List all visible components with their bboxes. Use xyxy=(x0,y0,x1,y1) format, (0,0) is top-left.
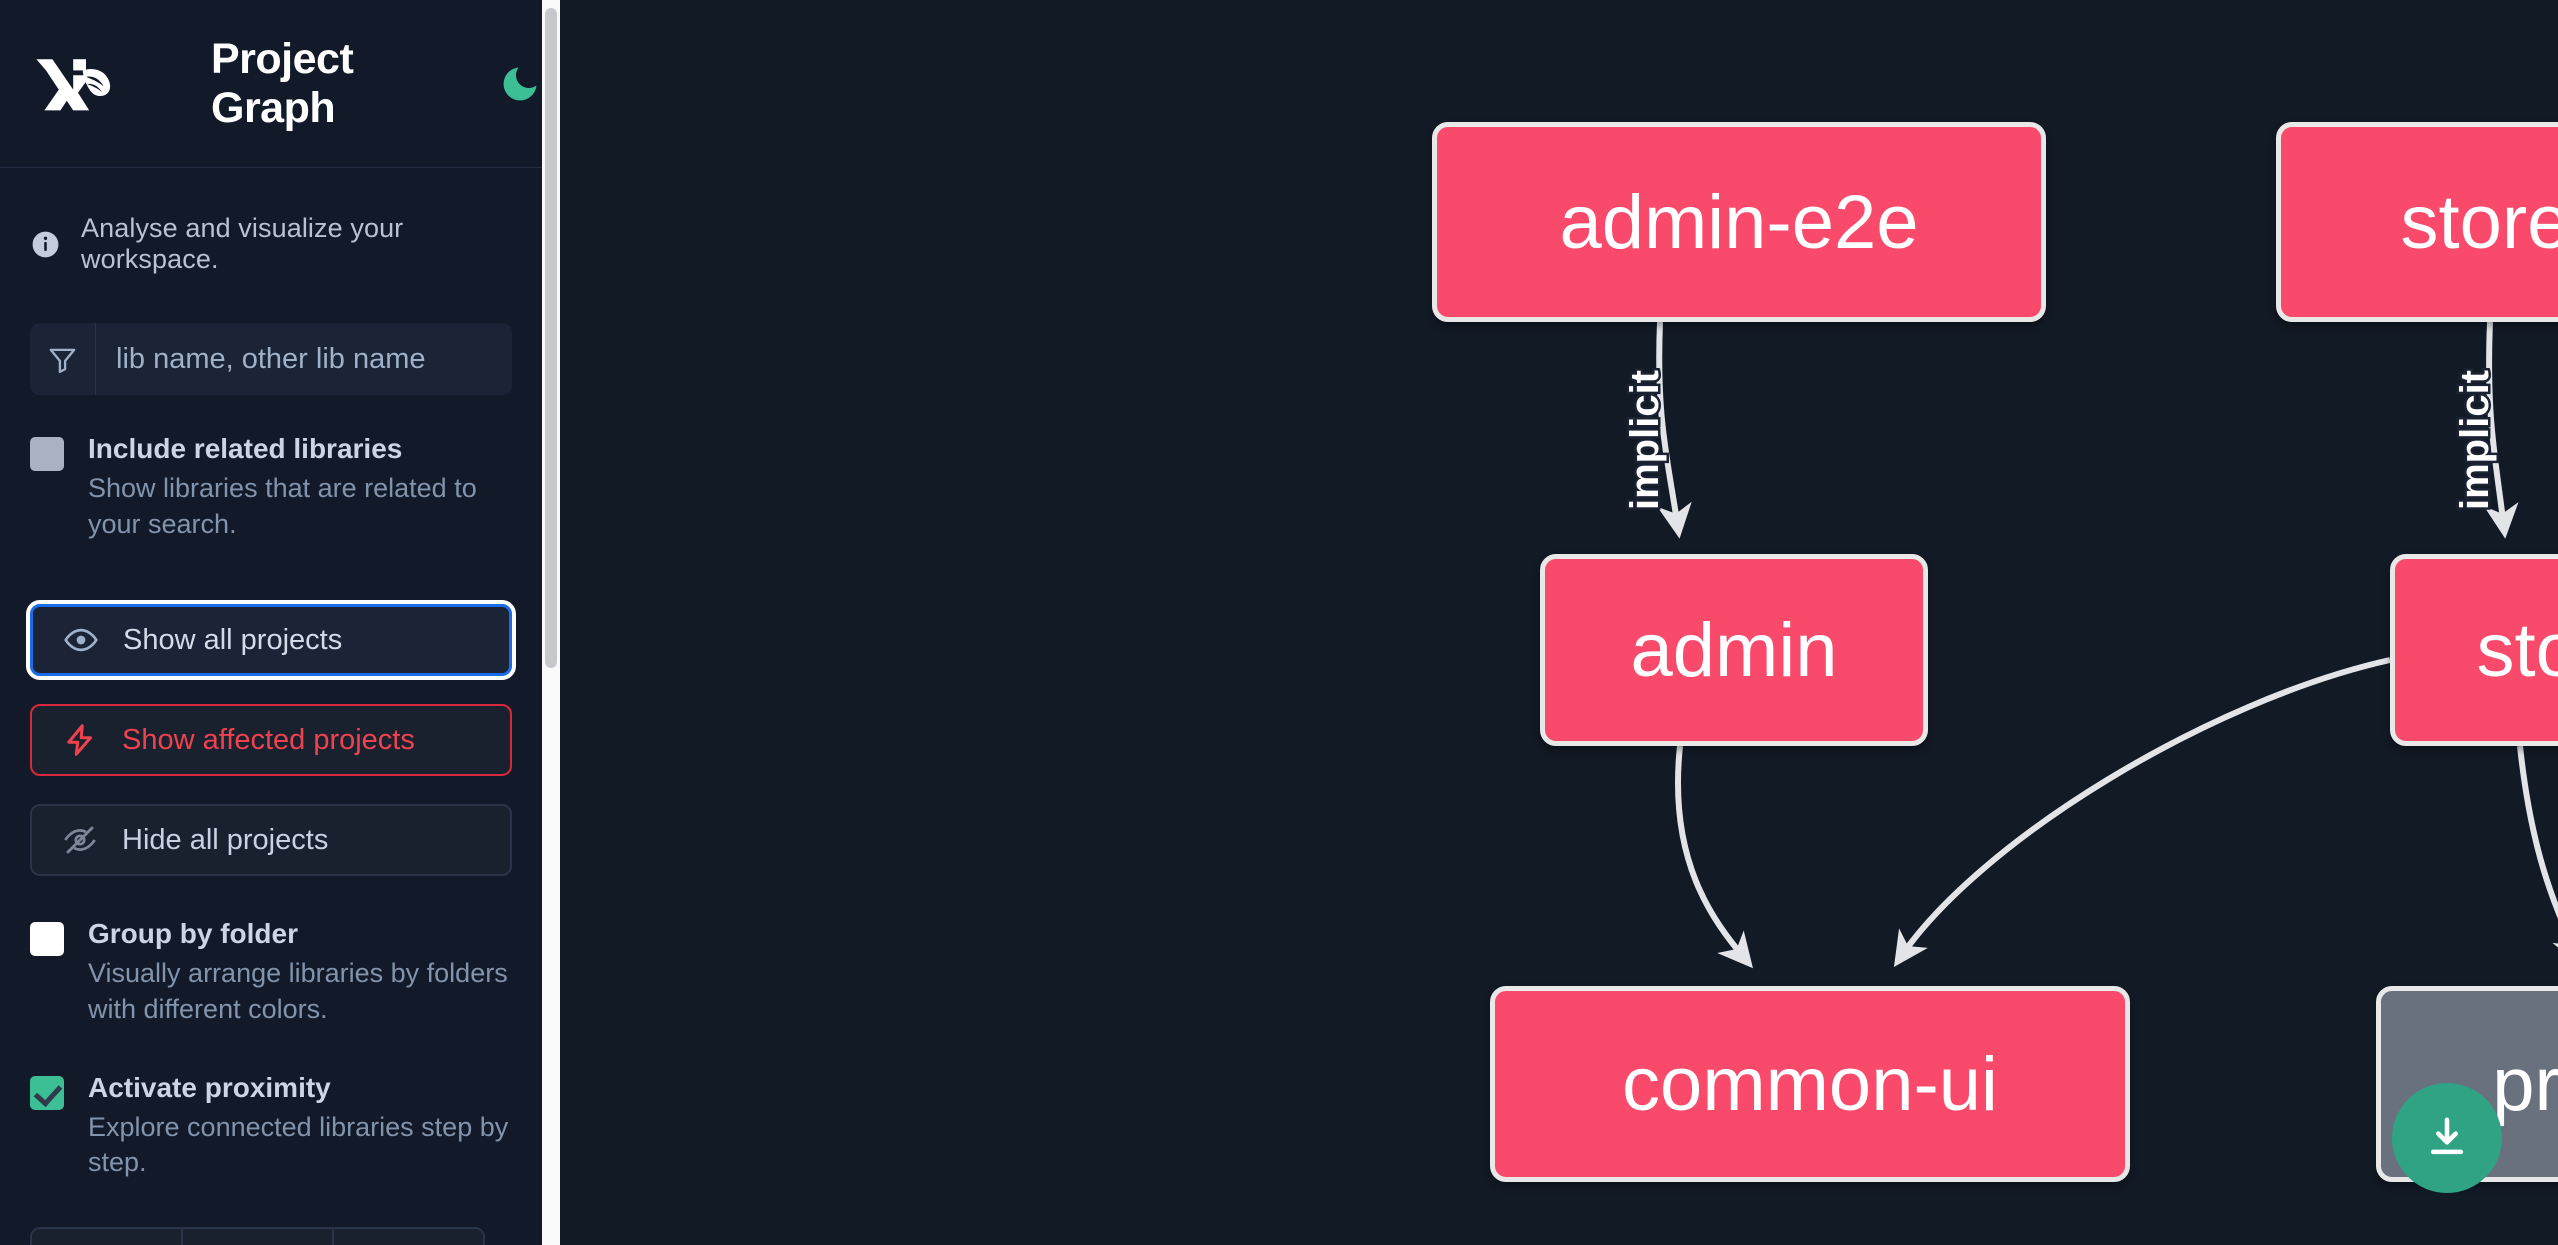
graph-node-common-ui[interactable]: common-ui xyxy=(1490,986,2130,1182)
visibility-button-group: Show all projects Show affected projects xyxy=(0,600,542,877)
eye-icon xyxy=(63,622,99,658)
checkbox-activate-proximity-box[interactable] xyxy=(30,1075,64,1110)
checkbox-group-by-folder-desc: Visually arrange libraries by folders wi… xyxy=(88,958,508,1024)
graph-node-label: admin xyxy=(1630,607,1838,693)
proximity-stepper-increase[interactable] xyxy=(334,1229,483,1245)
checkbox-activate-proximity-desc: Explore connected libraries step by step… xyxy=(88,1111,509,1178)
checkbox-include-related-libraries-desc: Show libraries that are related to your … xyxy=(88,473,477,539)
moon-icon[interactable] xyxy=(498,62,542,106)
filter-field[interactable] xyxy=(30,323,512,395)
graph-node-label: products xyxy=(2492,1041,2558,1127)
checkbox-group-by-folder-box[interactable] xyxy=(30,922,64,957)
hide-all-projects-label: Hide all projects xyxy=(122,823,329,856)
graph-node-admin[interactable]: admin xyxy=(1540,554,1928,746)
proximity-stepper-group[interactable] xyxy=(30,1227,485,1245)
graph-node-label: store xyxy=(2476,607,2558,693)
project-graph-canvas[interactable]: implicit implicit admin-e2e store-e2e admi… xyxy=(560,0,2558,1245)
hide-all-projects-button[interactable]: Hide all projects xyxy=(30,804,512,877)
download-graph-button[interactable] xyxy=(2392,1083,2502,1193)
workspace-info: Analyse and visualize your workspace. xyxy=(0,168,542,275)
sidebar: Project Graph Analyse and visualize your… xyxy=(0,0,560,1245)
graph-node-store-e2e[interactable]: store-e2e xyxy=(2276,122,2558,322)
funnel-icon xyxy=(30,323,96,395)
workspace-info-text: Analyse and visualize your workspace. xyxy=(81,213,404,274)
download-icon xyxy=(2430,1117,2464,1155)
checkbox-include-related-libraries[interactable]: Include related libraries Show libraries… xyxy=(0,431,542,542)
show-affected-projects-button[interactable]: Show affected projects xyxy=(30,704,512,777)
sidebar-scroll-region: Project Graph Analyse and visualize your… xyxy=(0,0,542,1245)
show-all-projects-label: Show all projects xyxy=(123,623,343,656)
edge-label-implicit-admin: implicit xyxy=(1623,370,1667,510)
show-all-projects-button[interactable]: Show all projects xyxy=(26,600,516,681)
info-circle-icon xyxy=(30,229,61,260)
graph-node-store[interactable]: store xyxy=(2390,554,2558,746)
edge-labels: implicit implicit xyxy=(1621,367,2500,512)
nx-logo-icon xyxy=(30,48,126,120)
checkbox-activate-proximity-label: Activate proximity xyxy=(88,1071,331,1103)
checkbox-include-related-libraries-box[interactable] xyxy=(30,437,64,471)
proximity-stepper-decrease[interactable] xyxy=(32,1229,183,1245)
graph-node-admin-e2e[interactable]: admin-e2e xyxy=(1432,122,2046,322)
checkbox-group-by-folder[interactable]: Group by folder Visually arrange librari… xyxy=(0,916,542,1027)
sidebar-header: Project Graph xyxy=(0,0,542,168)
graph-node-label: store-e2e xyxy=(2400,179,2558,265)
edge-label-implicit-store: implicit xyxy=(2453,370,2497,510)
proximity-stepper-value xyxy=(183,1229,334,1245)
graph-node-label: admin-e2e xyxy=(1559,179,1919,265)
graph-edges: implicit implicit xyxy=(1621,321,2558,969)
page-title: Project Graph xyxy=(211,34,354,132)
show-affected-projects-label: Show affected projects xyxy=(122,723,415,756)
eye-off-icon xyxy=(62,822,98,858)
checkbox-activate-proximity[interactable]: Activate proximity Explore connected lib… xyxy=(0,1070,542,1181)
checkbox-include-related-libraries-label: Include related libraries xyxy=(88,433,403,464)
sidebar-scrollbar-thumb[interactable] xyxy=(545,8,557,668)
checkbox-group-by-folder-label: Group by folder xyxy=(88,918,298,950)
graph-node-label: common-ui xyxy=(1622,1041,1998,1127)
sidebar-scrollbar[interactable] xyxy=(542,0,560,1245)
lightning-icon xyxy=(62,722,98,758)
search-input[interactable] xyxy=(96,323,512,395)
